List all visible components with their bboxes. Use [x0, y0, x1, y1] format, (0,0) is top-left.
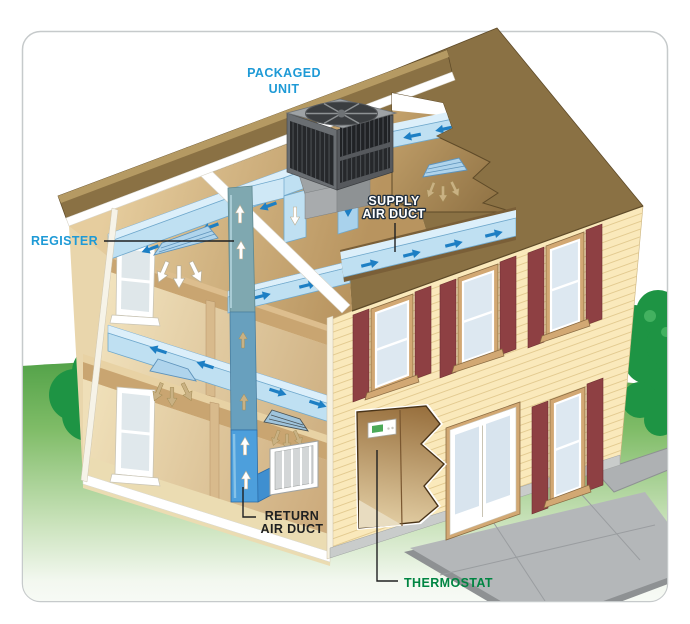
supply-drop-ducts [251, 177, 359, 244]
register-ceiling-first-floor-right [263, 409, 309, 451]
supply-air-duct-label-line1: SUPPLY [368, 194, 420, 208]
thermostat-wall-cutaway [355, 404, 447, 530]
house [57, 27, 644, 566]
window-upper-2 [439, 255, 517, 379]
thermostat-device [367, 418, 397, 439]
patio-walkway [404, 447, 667, 601]
label-packaged-unit: PACKAGED UNIT [247, 66, 321, 96]
french-door [445, 401, 521, 541]
window-upper-3 [527, 223, 603, 349]
window-lower-right [531, 377, 604, 515]
supply-duct-eave-slot [340, 207, 516, 282]
return-air-duct-pointer-line [242, 487, 256, 518]
corner-trim [326, 315, 334, 560]
thermostat-pointer-line [376, 450, 398, 582]
supply-air-duct-label-line2: AIR DUCT [363, 207, 426, 221]
wall-stud-1f [209, 401, 220, 505]
register-label: REGISTER [31, 234, 98, 248]
labels: PACKAGED UNIT SUPPLY AIR DUCT REGISTER R… [31, 66, 493, 590]
thermostat-label: THERMOSTAT [404, 576, 493, 590]
label-return-air-duct: RETURN AIR DUCT [242, 487, 324, 536]
house-cutaway-interior [69, 113, 426, 566]
packaged-unit-illustration [285, 98, 398, 220]
return-grille [269, 440, 319, 496]
side-walkway [595, 447, 667, 493]
packaged-unit-label-line1: PACKAGED [247, 66, 321, 80]
return-air-duct-trunk [227, 185, 259, 503]
label-supply-air-duct: SUPPLY AIR DUCT [361, 193, 426, 252]
label-thermostat: THERMOSTAT [376, 450, 493, 590]
return-air-duct-label-line2: AIR DUCT [261, 522, 324, 536]
roof-ridge-highlight [58, 50, 449, 203]
interior-window-lower [109, 386, 161, 487]
packaged-unit-label-line2: UNIT [269, 82, 300, 96]
interior-window-upper [109, 242, 161, 327]
register-attic-hole [422, 157, 468, 203]
return-air-duct-label-line1: RETURN [265, 509, 319, 523]
cutaway-corner-trim [80, 207, 119, 483]
bush-right-highlights [644, 310, 667, 337]
register-ceiling-first-floor-left [149, 358, 197, 407]
label-register: REGISTER [31, 234, 234, 248]
window-upper-1 [352, 285, 432, 403]
